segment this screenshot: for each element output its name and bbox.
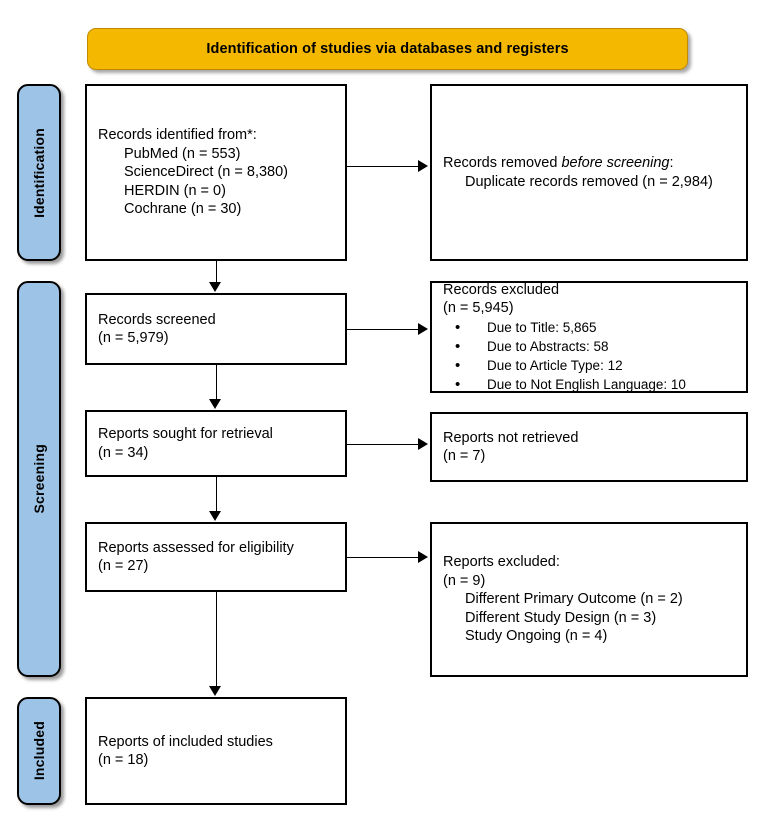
records-excluded-reason: Due to Title: 5,865 — [443, 318, 735, 337]
records-excluded-label: Records excluded — [443, 281, 560, 298]
connector-sought-to-assessed — [216, 477, 217, 511]
arrow-down-icon — [209, 399, 221, 409]
box-records-excluded: Records excluded (n = 5,945) Due to Titl… — [430, 281, 748, 394]
connector-identified-to-removed — [347, 166, 419, 167]
reports-assessed-count: (n = 27) — [98, 558, 149, 574]
records-removed-heading-prefix: Records removed — [443, 155, 562, 171]
stage-label-screening-text: Screening — [31, 444, 47, 514]
arrow-down-icon — [209, 511, 221, 521]
arrow-down-icon — [209, 686, 221, 696]
records-excluded-reason: Due to Article Type: 12 — [443, 356, 735, 375]
box-reports-excluded: Reports excluded: (n = 9) Different Prim… — [430, 522, 748, 677]
records-excluded-reason-list: Due to Title: 5,865 Due to Abstracts: 58… — [443, 318, 735, 394]
records-removed-heading-italic: before screening — [561, 155, 670, 171]
stage-label-screening: Screening — [17, 281, 61, 677]
box-reports-included: Reports of included studies (n = 18) — [85, 697, 347, 805]
records-removed-heading-suffix: : — [669, 155, 674, 171]
reports-excluded-label: Reports excluded: — [443, 554, 560, 571]
records-identified-source-cochrane: Cochrane (n = 30) — [124, 201, 242, 218]
box-reports-not-retrieved: Reports not retrieved (n = 7) — [430, 412, 748, 482]
records-identified-source-pubmed: PubMed (n = 553) — [124, 145, 241, 162]
records-identified-source-herdin: HERDIN (n = 0) — [124, 182, 226, 199]
connector-sought-to-not-retrieved — [347, 444, 419, 445]
arrow-right-icon — [418, 438, 428, 450]
reports-excluded-reason: Different Primary Outcome (n = 2) — [465, 591, 683, 608]
records-identified-source-sciencedirect: ScienceDirect (n = 8,380) — [124, 164, 289, 181]
box-records-removed: Records removed before screening: Duplic… — [430, 84, 748, 261]
diagram-title-text: Identification of studies via databases … — [206, 41, 569, 57]
arrow-right-icon — [418, 160, 428, 172]
records-identified-heading: Records identified from*: — [98, 127, 257, 144]
records-screened-label: Records screened — [98, 311, 216, 328]
arrow-right-icon — [418, 323, 428, 335]
arrow-right-icon — [418, 551, 428, 563]
stage-label-identification-text: Identification — [31, 127, 47, 218]
connector-assessed-to-included — [216, 592, 217, 686]
connector-identified-to-screened — [216, 261, 217, 283]
reports-included-label: Reports of included studies — [98, 733, 273, 750]
records-removed-heading: Records removed before screening: — [443, 154, 735, 173]
reports-not-retrieved-label: Reports not retrieved — [443, 429, 579, 446]
records-excluded-reason: Due to Not English Language: 10 — [443, 375, 735, 394]
records-screened-count: (n = 5,979) — [98, 330, 169, 346]
records-excluded-reason: Due to Abstracts: 58 — [443, 337, 735, 356]
box-reports-sought: Reports sought for retrieval (n = 34) — [85, 410, 347, 477]
reports-excluded-reason: Study Ongoing (n = 4) — [465, 628, 608, 645]
diagram-title-banner: Identification of studies via databases … — [87, 28, 688, 70]
reports-excluded-reason: Different Study Design (n = 3) — [465, 609, 657, 626]
connector-assessed-to-reports-excluded — [347, 557, 419, 558]
reports-included-count: (n = 18) — [98, 752, 149, 768]
records-excluded-count: (n = 5,945) — [443, 300, 514, 316]
reports-not-retrieved-count: (n = 7) — [443, 448, 486, 464]
connector-screened-to-records-excluded — [347, 329, 419, 330]
reports-sought-label: Reports sought for retrieval — [98, 426, 273, 442]
reports-sought-count: (n = 34) — [98, 444, 149, 461]
box-reports-assessed: Reports assessed for eligibility (n = 27… — [85, 522, 347, 592]
stage-label-identification: Identification — [17, 84, 61, 261]
connector-screened-to-sought — [216, 365, 217, 399]
box-records-screened: Records screened (n = 5,979) — [85, 293, 347, 365]
reports-excluded-count: (n = 9) — [443, 572, 486, 589]
reports-assessed-label: Reports assessed for eligibility — [98, 539, 294, 556]
records-removed-detail: Duplicate records removed (n = 2,984) — [465, 173, 713, 190]
arrow-down-icon — [209, 282, 221, 292]
stage-label-included: Included — [17, 697, 61, 805]
box-records-identified: Records identified from*: PubMed (n = 55… — [85, 84, 347, 261]
stage-label-included-text: Included — [31, 721, 47, 781]
